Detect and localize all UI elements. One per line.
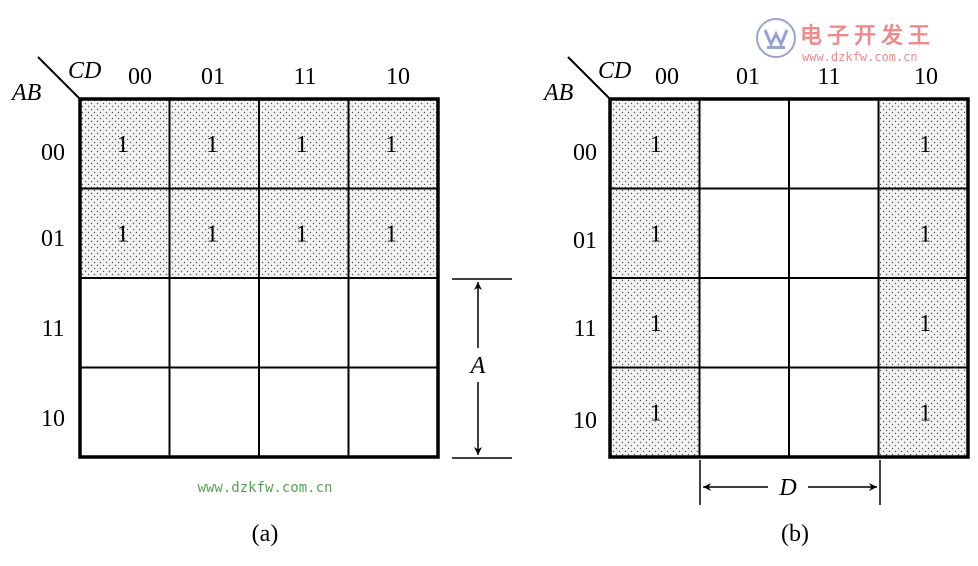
cell-value: 1 [296,132,308,158]
shaded-cell [169,99,259,189]
shaded-cell [348,188,438,278]
shaded-cell [169,188,259,278]
watermark-logo: 电子开发王 www.dzkfw.com.cn [756,18,935,64]
shaded-cell [80,99,170,189]
row-label: 00 [41,140,65,166]
col-label: 00 [128,64,152,90]
corner-diagonal [37,56,81,100]
row-label: 11 [41,316,64,342]
col-label: 00 [655,64,679,90]
row-variable-label: AB [10,80,42,106]
col-label: 11 [817,64,840,90]
row-label: 01 [41,226,65,252]
cell-value: 1 [117,221,129,247]
shaded-cell [259,99,349,189]
cell-value: 1 [919,400,931,426]
map-border [78,97,440,459]
cell-value: 1 [919,311,931,337]
col-variable-label: CD [598,58,631,84]
row-variable-label: AB [542,80,574,106]
col-label: 10 [386,64,410,90]
shaded-cell [610,99,700,189]
cell-value: 1 [919,132,931,158]
dimension-label-d: D [778,475,796,501]
watermark-text: www.dzkfw.com.cn [198,480,333,496]
col-label: 01 [201,64,225,90]
logo-icon [756,18,796,58]
map-border [608,97,970,459]
shaded-cell [878,367,968,457]
cell-value: 1 [650,132,662,158]
shaded-cell [878,99,968,189]
row-label: 01 [573,228,597,254]
cell-value: 1 [206,132,218,158]
cell-value: 1 [296,221,308,247]
logo-title: 电子开发王 [800,23,935,49]
row-label: 00 [573,140,597,166]
cell-value: 1 [650,221,662,247]
caption-b: (b) [781,521,809,547]
cell-value: 1 [919,221,931,247]
shaded-cell [610,278,700,368]
col-label: 11 [293,64,316,90]
shaded-cell [80,188,170,278]
cell-value: 1 [385,221,397,247]
col-label: 01 [736,64,760,90]
logo-url: www.dzkfw.com.cn [802,50,918,64]
col-label: 10 [914,64,938,90]
cell-value: 1 [650,400,662,426]
cell-value: 1 [117,132,129,158]
shaded-cell [348,99,438,189]
row-label: 10 [41,406,65,432]
row-label: 11 [573,316,596,342]
dimension-a: A [452,278,512,459]
shaded-cell [259,188,349,278]
dimension-d: D [699,460,881,505]
col-variable-label: CD [68,58,101,84]
shaded-cell [878,278,968,368]
row-label: 10 [573,408,597,434]
cell-value: 1 [206,221,218,247]
shaded-cell [610,188,700,278]
shaded-cell [610,367,700,457]
caption-a: (a) [252,521,279,547]
corner-diagonal [567,56,611,100]
cell-value: 1 [385,132,397,158]
dimension-label-a: A [469,353,486,379]
cell-value: 1 [650,311,662,337]
shaded-cell [878,188,968,278]
